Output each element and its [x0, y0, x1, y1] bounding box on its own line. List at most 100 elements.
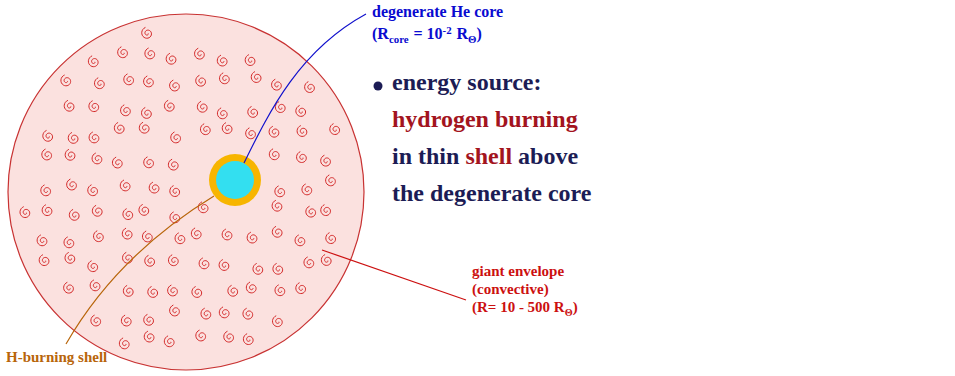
convection-spiral — [269, 126, 279, 137]
convection-spiral — [121, 105, 131, 116]
convection-spiral — [123, 209, 133, 220]
convection-spiral — [90, 280, 100, 291]
convection-spiral — [273, 263, 283, 274]
convection-spirals — [20, 27, 340, 348]
convection-spiral — [219, 307, 229, 318]
convection-spiral — [39, 255, 49, 266]
convection-spiral — [37, 235, 47, 246]
convection-spiral — [321, 205, 331, 216]
convection-spiral — [201, 308, 211, 319]
core-leader-line — [244, 14, 366, 163]
convection-spiral — [68, 132, 78, 143]
convection-spiral — [88, 185, 98, 196]
convection-spiral — [246, 128, 256, 139]
convection-spiral — [296, 283, 306, 294]
convection-spiral — [228, 285, 238, 296]
convection-spiral — [170, 212, 180, 223]
convection-spiral — [217, 55, 227, 66]
convection-spiral — [144, 314, 154, 325]
convection-spiral — [144, 331, 154, 342]
text-row: giant envelope — [472, 262, 564, 280]
convection-spiral — [144, 157, 154, 168]
convection-spiral — [142, 231, 152, 242]
convection-spiral — [199, 258, 209, 269]
convection-spiral — [245, 55, 255, 66]
convection-spiral — [297, 152, 307, 163]
convection-spiral — [306, 206, 316, 217]
convection-spiral — [95, 78, 105, 89]
core-radius-label: R — [456, 24, 468, 43]
convection-spiral — [273, 316, 283, 327]
bullet-dot — [374, 82, 383, 91]
giant-envelope-circle — [8, 14, 364, 370]
convection-spiral — [123, 285, 133, 296]
convection-spiral — [170, 186, 180, 197]
convection-spiral — [42, 149, 52, 160]
envelope-radius-label: Θ — [565, 307, 573, 319]
convection-spiral — [305, 82, 315, 93]
convection-spiral — [64, 100, 74, 111]
convection-spiral — [253, 263, 263, 274]
convection-spiral — [170, 80, 180, 91]
convection-spiral — [64, 237, 74, 248]
convection-spiral — [304, 257, 314, 268]
convection-spiral — [196, 75, 206, 86]
text-row: in thinshellabove — [392, 142, 578, 171]
text-row: (convective) — [472, 280, 549, 298]
core-radius-label: Θ — [468, 33, 476, 46]
convection-spiral — [302, 184, 312, 195]
convection-spiral — [222, 123, 232, 134]
text-row: degenerate He core — [372, 2, 503, 21]
convection-spiral — [275, 285, 285, 296]
convection-spiral — [42, 205, 52, 216]
convection-spiral — [67, 179, 77, 190]
convection-spiral — [89, 101, 99, 112]
bullet-line: above — [518, 142, 578, 171]
convection-spiral — [121, 315, 131, 326]
convection-spiral — [297, 126, 307, 137]
text-row: (R= 10 - 500 RΘ) — [472, 298, 578, 316]
convection-spiral — [144, 76, 154, 87]
convection-spiral — [64, 282, 74, 293]
convection-spiral — [114, 122, 124, 133]
convection-spiral — [272, 200, 282, 211]
convection-spiral — [296, 106, 306, 117]
convection-spiral — [269, 149, 279, 160]
envelope-leader-line — [322, 250, 466, 300]
convection-spiral — [243, 334, 253, 345]
bullet-line: in thin — [392, 142, 459, 171]
convection-spiral — [326, 175, 336, 186]
shell-label: H-burning shell — [6, 348, 107, 366]
convection-spiral — [224, 331, 234, 342]
convection-spiral — [217, 108, 227, 119]
convection-spiral — [272, 79, 282, 90]
convection-spiral — [123, 252, 133, 263]
convection-spiral — [197, 101, 207, 112]
convection-spiral — [65, 149, 75, 160]
convection-spiral — [92, 153, 102, 164]
envelope-radius-label: ) — [573, 298, 578, 316]
convection-spiral — [124, 74, 134, 85]
convection-spiral — [145, 255, 155, 266]
convection-spiral — [295, 235, 305, 246]
helium-core — [216, 161, 254, 199]
text-row: (Rcore= 10-2RΘ) — [372, 24, 482, 43]
convection-spiral — [122, 228, 132, 239]
convection-spiral — [248, 106, 258, 117]
convection-spiral — [171, 132, 181, 143]
convection-spiral — [69, 209, 79, 220]
text-row: H-burning shell — [6, 348, 107, 366]
convection-spiral — [196, 330, 206, 341]
convection-spiral — [65, 252, 75, 263]
convection-spiral — [145, 48, 155, 59]
convection-spiral — [119, 338, 129, 349]
core-radius-label: ) — [476, 24, 481, 43]
convection-spiral — [247, 232, 257, 243]
convection-spiral — [220, 73, 230, 84]
convection-spiral — [168, 255, 178, 266]
convection-spiral — [275, 102, 285, 113]
convection-spiral — [192, 287, 202, 298]
convection-spiral — [88, 261, 98, 272]
convection-spiral — [94, 231, 104, 242]
convection-spiral — [148, 287, 158, 298]
